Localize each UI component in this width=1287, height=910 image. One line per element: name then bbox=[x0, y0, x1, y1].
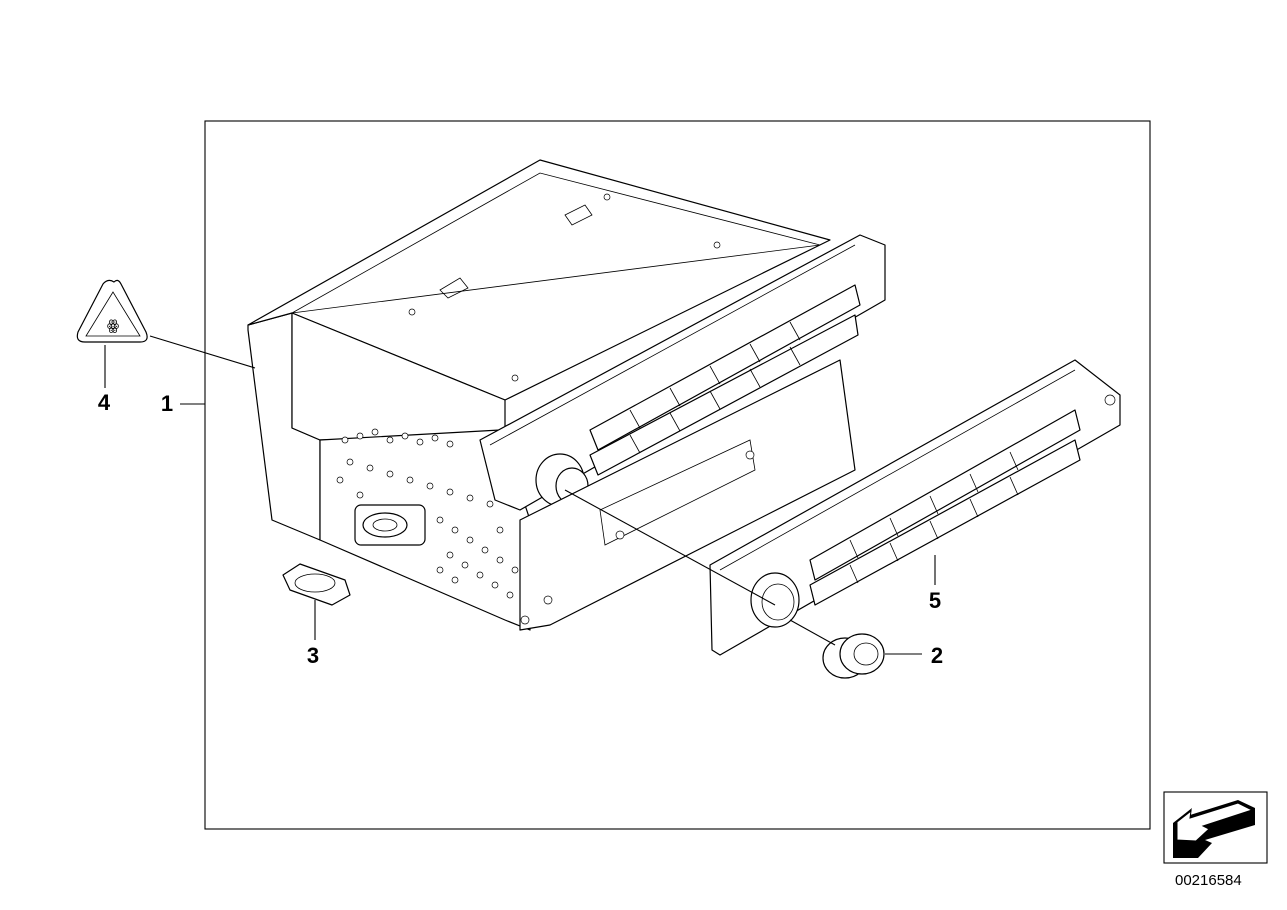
callout-5: 5 bbox=[929, 588, 941, 613]
document-number: 00216584 bbox=[1175, 872, 1242, 889]
diagram-frame bbox=[204, 120, 1151, 830]
callout-2: 2 bbox=[931, 643, 943, 668]
radio-unit bbox=[247, 159, 886, 631]
callout-4: 4 bbox=[98, 390, 111, 415]
knob bbox=[822, 633, 885, 679]
warning-triangle-icon: ꙮ bbox=[76, 279, 148, 343]
callout-3: 3 bbox=[307, 643, 319, 668]
callout-1: 1 bbox=[161, 391, 173, 416]
navigation-arrow-icon[interactable] bbox=[1163, 791, 1268, 864]
leader-lines bbox=[104, 335, 936, 655]
svg-text:ꙮ: ꙮ bbox=[107, 318, 119, 334]
front-panel bbox=[709, 359, 1121, 656]
connector-cover bbox=[282, 563, 351, 606]
